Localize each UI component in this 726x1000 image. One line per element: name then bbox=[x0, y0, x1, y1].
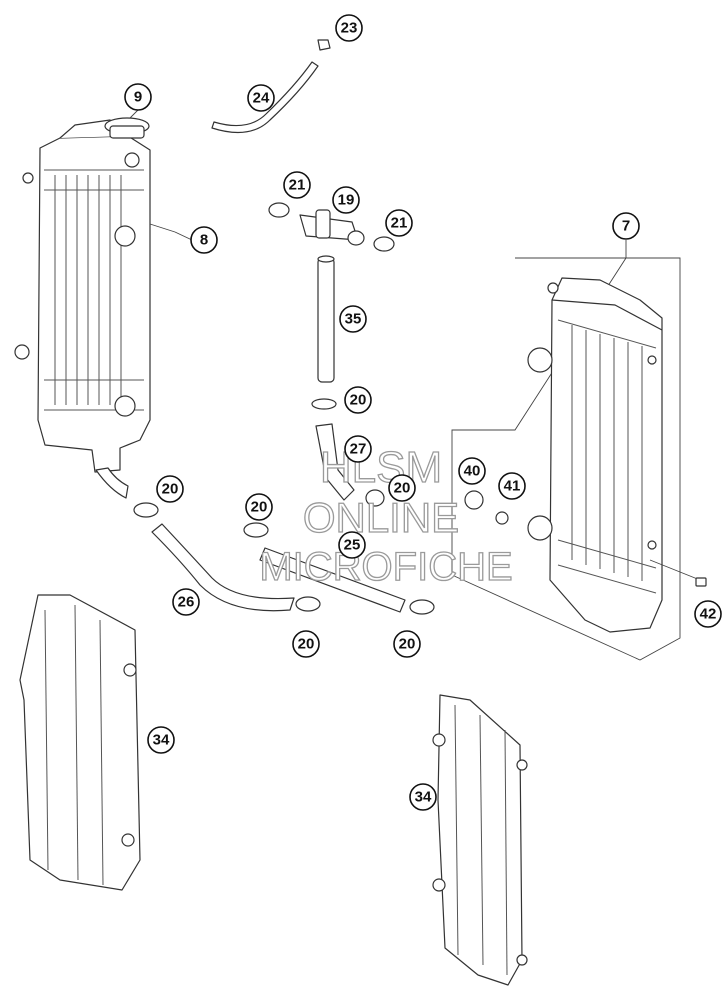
callout-21a: 21 bbox=[283, 171, 311, 199]
callout-9: 9 bbox=[124, 83, 152, 111]
svg-text:20: 20 bbox=[251, 499, 268, 516]
callout-20c: 20 bbox=[156, 475, 184, 503]
svg-text:42: 42 bbox=[700, 606, 717, 623]
callout-23: 23 bbox=[335, 14, 363, 42]
radiator-shroud-left bbox=[19, 594, 141, 891]
callout-27: 27 bbox=[344, 435, 372, 463]
svg-text:8: 8 bbox=[200, 232, 208, 249]
radiator-shroud-right bbox=[432, 694, 528, 986]
svg-text:35: 35 bbox=[345, 311, 362, 328]
watermark-line2: ONLINE bbox=[303, 494, 459, 541]
svg-text:20: 20 bbox=[350, 392, 367, 409]
watermark-line1: HLSM bbox=[320, 443, 442, 492]
overflow-hose bbox=[211, 39, 331, 134]
svg-text:26: 26 bbox=[178, 594, 195, 611]
svg-text:34: 34 bbox=[415, 789, 432, 806]
callout-24: 24 bbox=[247, 84, 275, 112]
svg-text:7: 7 bbox=[622, 218, 630, 235]
svg-text:23: 23 bbox=[341, 20, 358, 37]
callout-35: 35 bbox=[339, 305, 367, 333]
svg-text:9: 9 bbox=[134, 89, 142, 106]
callout-25: 25 bbox=[338, 531, 366, 559]
callout-20d: 20 bbox=[245, 493, 273, 521]
svg-text:24: 24 bbox=[253, 90, 270, 107]
svg-text:20: 20 bbox=[162, 481, 179, 498]
coolant-pipe bbox=[317, 255, 335, 383]
callout-40: 40 bbox=[458, 457, 486, 485]
callout-19: 19 bbox=[332, 186, 360, 214]
callout-21b: 21 bbox=[385, 209, 413, 237]
svg-text:20: 20 bbox=[394, 480, 411, 497]
watermark-line3: MICROFICHE bbox=[259, 545, 512, 589]
svg-text:19: 19 bbox=[338, 192, 355, 209]
svg-text:40: 40 bbox=[464, 463, 481, 480]
small-hose bbox=[311, 398, 355, 501]
bolt-part bbox=[649, 559, 707, 587]
callout-42: 42 bbox=[694, 600, 722, 628]
svg-text:34: 34 bbox=[153, 732, 170, 749]
svg-text:25: 25 bbox=[344, 537, 361, 554]
callout-20b: 20 bbox=[388, 474, 416, 502]
callout-20f: 20 bbox=[393, 630, 421, 658]
right-radiator bbox=[451, 240, 681, 661]
svg-text:21: 21 bbox=[289, 177, 306, 194]
callout-20e: 20 bbox=[292, 630, 320, 658]
callout-34a: 34 bbox=[147, 726, 175, 754]
svg-text:41: 41 bbox=[504, 478, 521, 495]
grommet-parts bbox=[464, 490, 509, 525]
radiator-cap bbox=[104, 109, 150, 139]
callout-41: 41 bbox=[498, 472, 526, 500]
callout-7: 7 bbox=[612, 212, 640, 240]
lower-hoses bbox=[95, 467, 435, 615]
svg-text:20: 20 bbox=[399, 636, 416, 653]
callout-26: 26 bbox=[172, 588, 200, 616]
svg-text:20: 20 bbox=[298, 636, 315, 653]
callout-20a: 20 bbox=[344, 386, 372, 414]
left-radiator bbox=[14, 119, 193, 473]
svg-text:27: 27 bbox=[350, 441, 367, 458]
callout-8: 8 bbox=[190, 226, 218, 254]
svg-text:21: 21 bbox=[391, 215, 408, 232]
callout-34b: 34 bbox=[409, 783, 437, 811]
t-fitting bbox=[268, 202, 395, 252]
watermark: HLSM ONLINE MICROFICHE bbox=[259, 442, 514, 589]
